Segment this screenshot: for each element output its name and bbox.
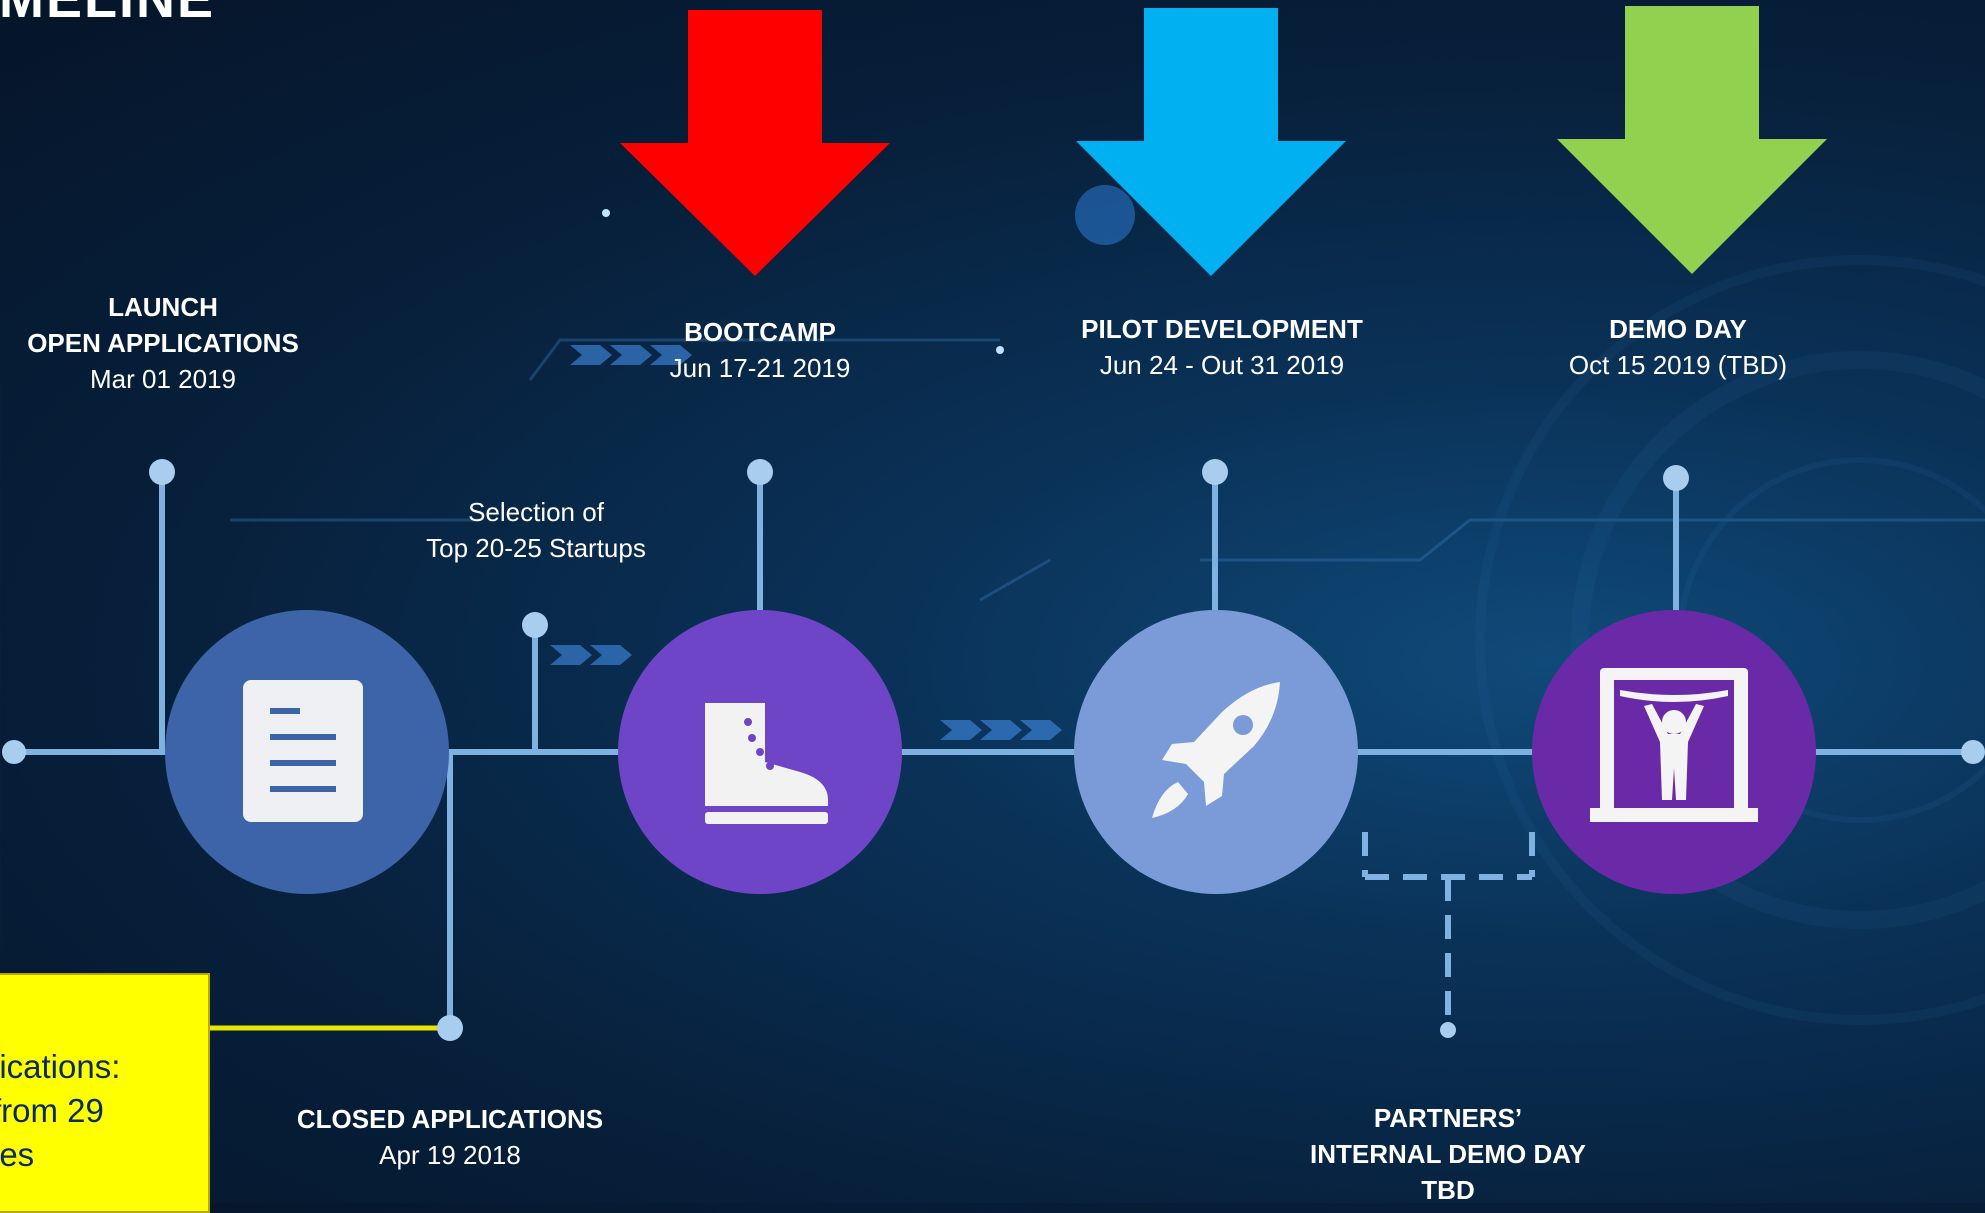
yellow-callout-note: lications: from 29 ies bbox=[0, 973, 210, 1213]
theater-stage-icon bbox=[1590, 668, 1758, 822]
timeline-endpoint-dots bbox=[2, 459, 1985, 1041]
milestone-circle-demo bbox=[1532, 610, 1816, 894]
partners-dashed-bracket bbox=[1362, 832, 1535, 1030]
milestone-circle-bootcamp bbox=[618, 610, 902, 894]
page-title: IMELINE bbox=[0, 0, 215, 30]
label-pilot: PILOT DEVELOPMENT Jun 24 - Out 31 2019 bbox=[1081, 314, 1363, 380]
arrow-demo bbox=[1557, 6, 1827, 274]
label-demo-day: DEMO DAY Oct 15 2019 (TBD) bbox=[1568, 314, 1788, 380]
milestone-circle-application bbox=[165, 610, 449, 894]
document-icon bbox=[243, 680, 363, 822]
glow-dots bbox=[602, 185, 1135, 354]
rocket-icon bbox=[1152, 682, 1280, 818]
chevron-streams bbox=[550, 345, 1062, 740]
milestone-circle-pilot bbox=[1074, 610, 1358, 894]
label-closed-applications: CLOSED APPLICATIONS Apr 19 2018 bbox=[296, 1104, 604, 1170]
label-selection: Selection of Top 20-25 Startups bbox=[426, 497, 646, 563]
boot-icon bbox=[705, 703, 828, 824]
label-partners-demo-day: PARTNERS’ INTERNAL DEMO DAY TBD bbox=[1310, 1103, 1586, 1205]
label-bootcamp: BOOTCAMP Jun 17-21 2019 bbox=[669, 317, 851, 383]
arrow-bootcamp bbox=[620, 10, 890, 276]
arrow-pilot bbox=[1076, 8, 1346, 276]
label-launch: LAUNCH OPEN APPLICATIONS Mar 01 2019 bbox=[27, 292, 299, 394]
